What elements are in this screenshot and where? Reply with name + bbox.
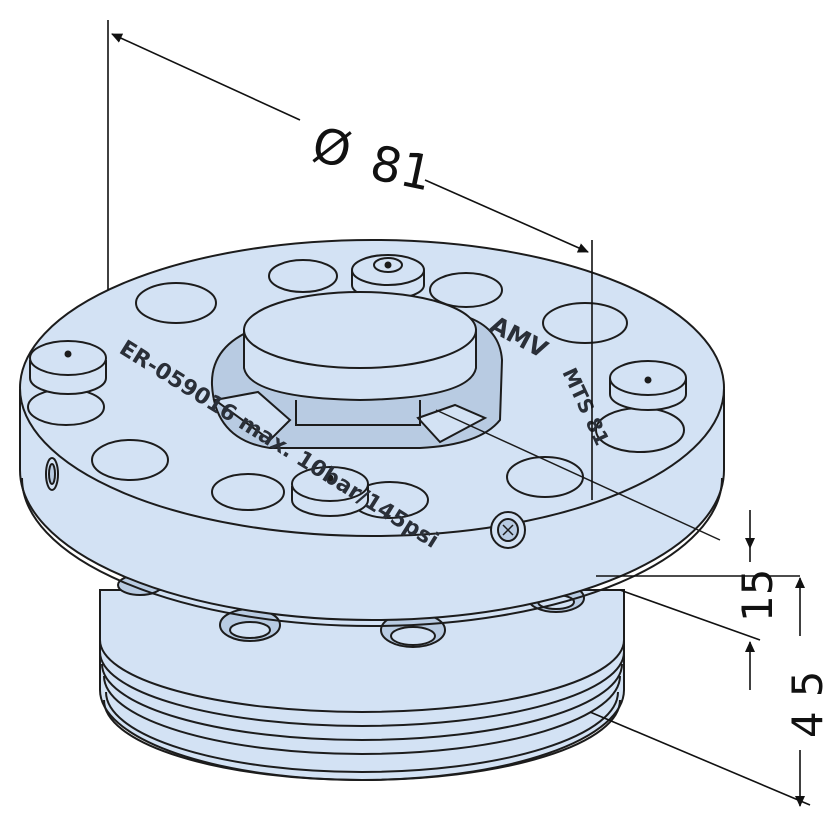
center-plug-top	[243, 291, 477, 369]
height-15-label: 15	[733, 569, 782, 622]
pin-left	[29, 340, 107, 395]
clamp-jaw-right	[416, 403, 488, 444]
lower-bottom-edge	[103, 699, 621, 781]
side-features	[45, 457, 526, 549]
groove-ring-1	[99, 639, 625, 713]
groove-ring-3	[101, 663, 623, 741]
diameter-value: 81	[366, 135, 437, 202]
groove-ring-4	[103, 675, 621, 755]
dimension-lines	[107, 20, 811, 807]
flange-bottom-edge	[21, 477, 723, 627]
diameter-symbol: Ø	[308, 117, 357, 180]
top-recesses	[27, 259, 685, 519]
height-extension-bottom	[589, 711, 811, 806]
height-45-label: 45	[783, 657, 832, 738]
center-mechanism	[210, 291, 721, 541]
pin-top	[351, 254, 425, 300]
pin-right	[609, 360, 687, 411]
pins	[29, 254, 687, 517]
diameter-dim-line-left	[111, 33, 301, 121]
diameter-dim-line-right	[424, 179, 589, 253]
clamp-jaw-left	[212, 390, 292, 442]
groove-ring-2	[99, 651, 625, 727]
pin-front	[291, 466, 369, 517]
groove-ring-5	[105, 691, 619, 773]
